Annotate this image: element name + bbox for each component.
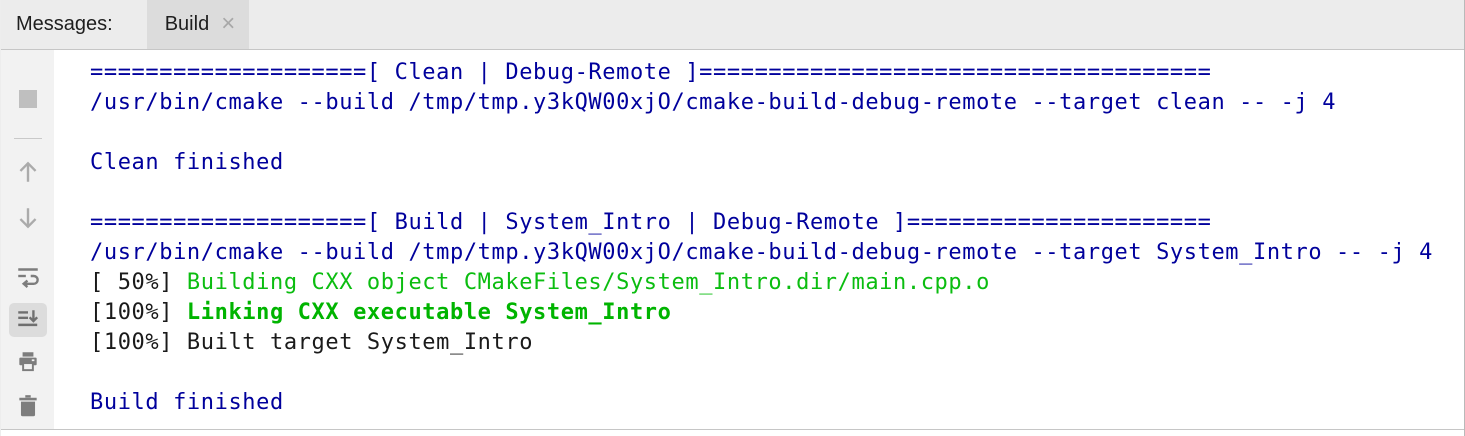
console-line: ====================[ Build | System_Int… — [90, 208, 1464, 238]
soft-wrap-icon — [17, 268, 39, 288]
console-text-segment: [100%] Built target System_Intro — [90, 330, 534, 355]
stop-button[interactable] — [9, 82, 47, 116]
console-output[interactable]: ====================[ Clean | Debug-Remo… — [54, 50, 1464, 429]
bottom-edge — [1, 429, 1464, 436]
console-text-segment: Clean finished — [90, 150, 284, 175]
tool-window-header: Messages: Build × — [1, 0, 1464, 50]
console-text-segment: Building CXX object CMakeFiles/System_In… — [186, 270, 990, 295]
console-text-segment: /usr/bin/cmake --build /tmp/tmp.y3kQW00x… — [90, 90, 1337, 115]
console-line: ====================[ Clean | Debug-Remo… — [90, 58, 1464, 88]
console-toolbar — [1, 50, 54, 429]
down-the-stack-trace-button[interactable] — [9, 201, 47, 235]
console-line: [ 50%] Building CXX object CMakeFiles/Sy… — [90, 268, 1464, 298]
trash-icon — [18, 395, 37, 417]
console-line — [90, 118, 1464, 148]
console-line: Clean finished — [90, 148, 1464, 178]
scroll-to-end-icon — [17, 310, 38, 327]
console-text-segment: [ 50%] — [90, 270, 187, 295]
console-line: [100%] Linking CXX executable System_Int… — [90, 298, 1464, 328]
console-line: /usr/bin/cmake --build /tmp/tmp.y3kQW00x… — [90, 88, 1464, 118]
close-icon[interactable]: × — [221, 9, 236, 37]
console-text-segment: ====================[ Clean | Debug-Remo… — [90, 60, 1212, 85]
console-text-segment: ====================[ Build | System_Int… — [90, 210, 1212, 235]
scroll-to-end-button[interactable] — [8, 303, 47, 337]
console-line: [100%] Built target System_Intro — [90, 328, 1464, 358]
console-text-segment: /usr/bin/cmake --build /tmp/tmp.y3kQW00x… — [90, 240, 1433, 265]
console-text-segment: Build finished — [90, 390, 284, 415]
tool-window-body: ====================[ Clean | Debug-Remo… — [1, 50, 1464, 429]
print-button[interactable] — [9, 345, 47, 379]
up-the-stack-trace-button[interactable] — [9, 155, 47, 189]
console-line — [90, 358, 1464, 388]
arrow-down-icon — [19, 208, 36, 229]
console-text-segment: [100%] — [90, 300, 187, 325]
console-line: /usr/bin/cmake --build /tmp/tmp.y3kQW00x… — [90, 238, 1464, 268]
console-text-segment: Linking CXX executable System_Intro — [186, 300, 672, 325]
clear-all-button[interactable] — [9, 389, 47, 423]
use-soft-wraps-button[interactable] — [9, 259, 47, 293]
toolbar-divider — [13, 138, 42, 139]
printer-icon — [18, 352, 37, 372]
tab-build-title: Build — [164, 13, 210, 35]
messages-label: Messages: — [16, 13, 113, 35]
tab-build[interactable]: Build × — [146, 0, 250, 49]
console-line — [90, 178, 1464, 208]
stop-icon — [18, 90, 37, 108]
arrow-up-icon — [19, 161, 36, 182]
console-line: Build finished — [90, 388, 1464, 418]
